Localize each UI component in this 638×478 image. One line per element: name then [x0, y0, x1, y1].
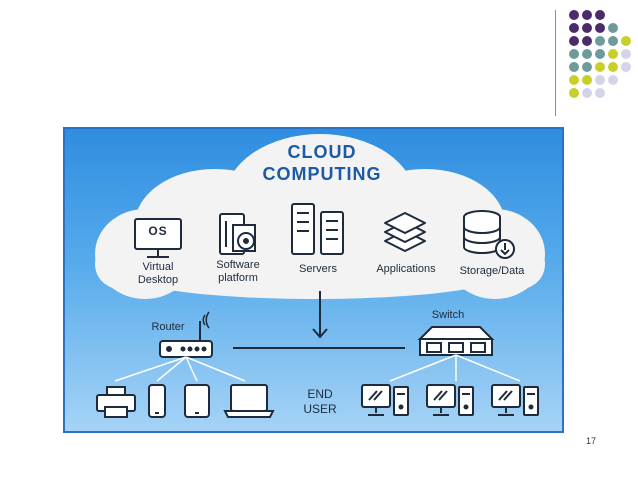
software-platform-line-2: platform	[218, 272, 258, 284]
software-platform-label: Software platform	[203, 259, 273, 285]
dot	[608, 62, 618, 72]
dot	[582, 36, 592, 46]
dot	[582, 62, 592, 72]
cloud-title-line-2: COMPUTING	[262, 164, 382, 184]
desktop-computer-icon	[426, 384, 474, 416]
switch-icon	[417, 326, 495, 356]
down-arrow-icon	[312, 291, 328, 339]
dot	[595, 75, 605, 85]
cloud-title-line-1: CLOUD	[287, 142, 357, 162]
desktop-computer-icon	[361, 384, 409, 416]
os-screen-label: OS	[148, 224, 168, 238]
servers-icon	[291, 203, 344, 255]
storage-data-label: Storage/Data	[459, 265, 525, 277]
dot	[608, 49, 618, 59]
dot	[582, 49, 592, 59]
dot	[569, 62, 579, 72]
tablet-icon	[184, 384, 210, 418]
laptop-icon	[223, 384, 275, 418]
dot	[582, 23, 592, 33]
dot	[608, 23, 618, 33]
database-icon	[463, 210, 515, 259]
dot	[582, 88, 592, 98]
dot	[569, 49, 579, 59]
virtual-desktop-label: Virtual Desktop	[123, 261, 193, 287]
vertical-divider	[555, 10, 556, 116]
dot	[595, 36, 605, 46]
applications-label: Applications	[376, 263, 436, 275]
router-label: Router	[151, 321, 185, 333]
page-number: 17	[586, 436, 597, 446]
dot	[595, 23, 605, 33]
dot	[595, 88, 605, 98]
cloud-diagram: CLOUD COMPUTING OS Virtual Desktop Softw…	[63, 127, 564, 433]
dot	[569, 36, 579, 46]
dot	[608, 36, 618, 46]
dot	[569, 23, 579, 33]
switch-label: Switch	[431, 309, 465, 321]
dot	[595, 49, 605, 59]
dot	[582, 75, 592, 85]
dot	[582, 10, 592, 20]
end-user-line-2: USER	[303, 402, 337, 416]
diagram-graphics	[95, 134, 545, 418]
monitor-os-icon	[134, 218, 182, 258]
servers-label: Servers	[299, 263, 337, 275]
dot	[621, 62, 631, 72]
dot	[595, 10, 605, 20]
software-platform-line-1: Software	[216, 259, 260, 271]
dot	[621, 36, 631, 46]
dot	[608, 75, 618, 85]
dot	[569, 10, 579, 20]
phone-icon	[148, 384, 166, 418]
dot	[621, 49, 631, 59]
end-user-label: END USER	[290, 387, 350, 417]
dot	[569, 88, 579, 98]
end-user-line-1: END	[307, 387, 333, 401]
router-icon	[159, 311, 213, 358]
switch-connections	[389, 354, 521, 382]
virtual-desktop-line-1: Virtual	[142, 261, 174, 273]
dot	[595, 62, 605, 72]
printer-icon	[96, 386, 136, 418]
layers-icon	[384, 212, 426, 252]
virtual-desktop-line-2: Desktop	[137, 274, 179, 286]
dot	[569, 75, 579, 85]
router-connections	[114, 356, 246, 382]
desktop-computer-icon	[491, 384, 539, 416]
software-disc-icon	[219, 213, 256, 255]
